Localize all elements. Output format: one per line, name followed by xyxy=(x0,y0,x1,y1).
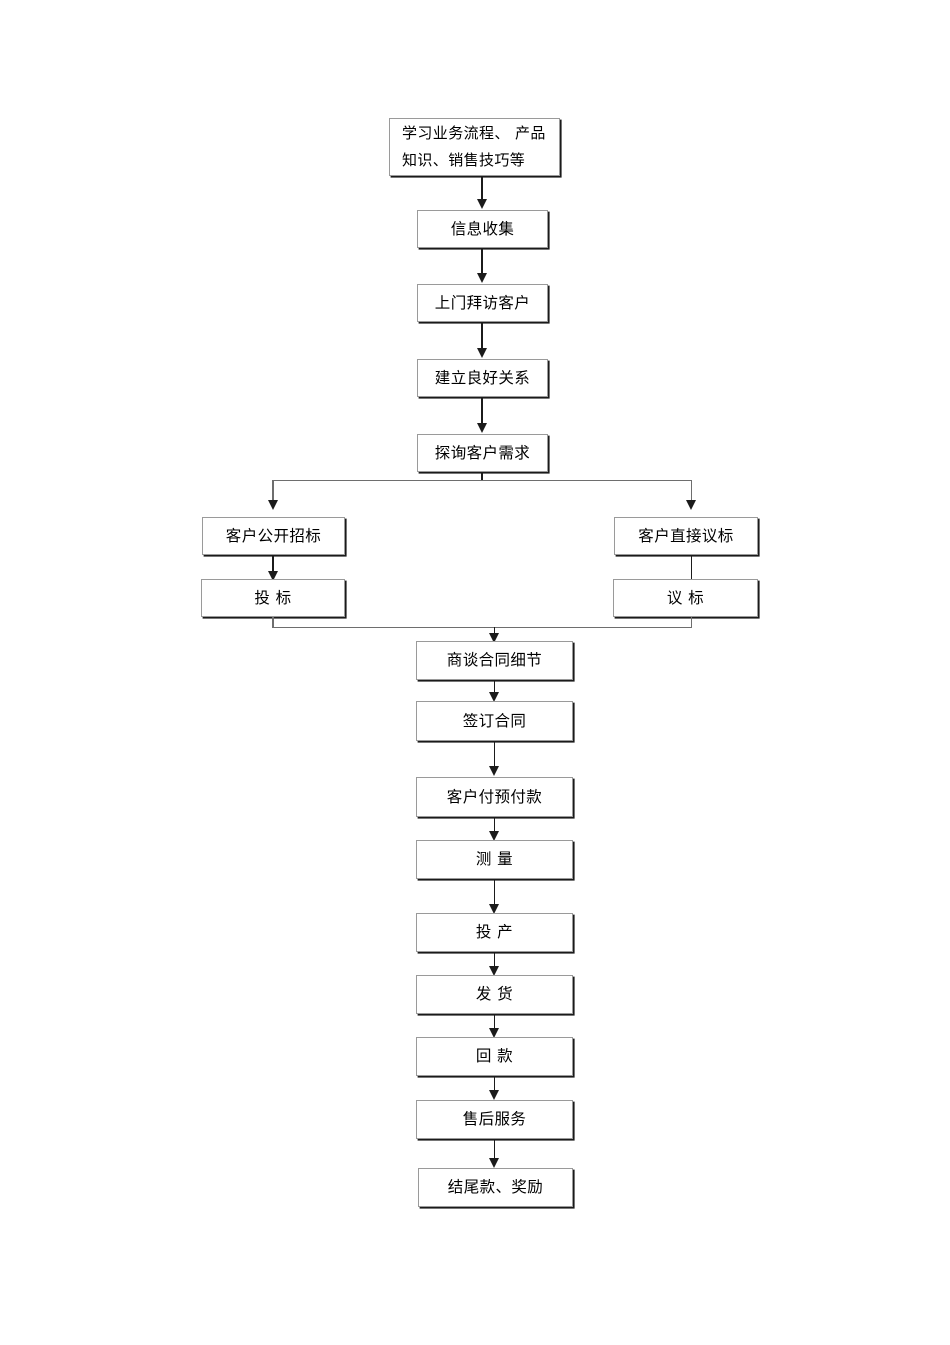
connector-merge-right-drop xyxy=(690,617,693,628)
arrow-n01-n02 xyxy=(476,199,487,209)
connector-n14-n15 xyxy=(493,952,496,969)
node-production: 投 产 xyxy=(416,913,573,952)
connector-merge-bus xyxy=(272,627,692,629)
node-payment-collection: 回 款 xyxy=(416,1037,573,1076)
node-build-relationship: 建立良好关系 xyxy=(417,359,548,397)
node-information-collection: 信息收集 xyxy=(417,210,548,248)
node-visit-customer: 上门拜访客户 xyxy=(417,284,548,322)
connector-n16-n17 xyxy=(493,1076,496,1093)
connector-split-right-drop xyxy=(690,480,693,502)
node-explore-customer-needs: 探询客户需求 xyxy=(417,434,548,472)
connector-n12-n13 xyxy=(493,817,496,834)
connector-split-bus xyxy=(272,480,692,482)
node-measurement: 测 量 xyxy=(416,840,573,879)
node-delivery: 发 货 xyxy=(416,975,573,1014)
connector-n10-n11 xyxy=(493,680,496,697)
arrow-n15-n16 xyxy=(489,1028,499,1038)
arrow-n11-n12 xyxy=(489,766,499,776)
node-customer-prepayment: 客户付预付款 xyxy=(416,777,573,817)
arrow-n13-n14 xyxy=(489,904,499,914)
connector-n06-n08 xyxy=(272,555,274,576)
connector-n13-n14 xyxy=(493,879,496,907)
connector-n07-n09 xyxy=(690,555,693,585)
arrow-n04-n05 xyxy=(476,423,487,433)
arrow-n03-n04 xyxy=(476,348,487,358)
node-customer-open-tender: 客户公开招标 xyxy=(202,517,345,555)
node-after-sales-service: 售后服务 xyxy=(416,1100,573,1139)
arrow-split-left xyxy=(267,500,278,510)
arrow-n14-n15 xyxy=(489,966,499,976)
arrow-n16-n17 xyxy=(489,1090,499,1100)
connector-n04-n05 xyxy=(481,397,483,424)
node-final-payment-bonus: 结尾款、奖励 xyxy=(418,1168,573,1207)
connector-n15-n16 xyxy=(493,1014,496,1031)
node-study-business-process: 学习业务流程、 产品 知识、销售技巧等 xyxy=(389,118,560,176)
node-submit-bid: 投 标 xyxy=(201,579,345,617)
arrow-split-right xyxy=(686,500,696,510)
arrow-merge-down xyxy=(489,633,499,643)
connector-n17-n18 xyxy=(493,1139,496,1161)
connector-merge-stem xyxy=(493,627,496,636)
connector-split-left-drop xyxy=(272,480,274,502)
arrow-n17-n18 xyxy=(489,1158,499,1168)
connector-n11-n12 xyxy=(493,741,496,768)
node-negotiate-bid: 议 标 xyxy=(613,579,758,617)
connector-merge-left-drop xyxy=(272,617,274,628)
arrow-n10-n11 xyxy=(489,692,499,702)
node-customer-direct-negotiation: 客户直接议标 xyxy=(614,517,758,555)
arrow-n12-n13 xyxy=(489,831,499,841)
connector-n02-n03 xyxy=(481,248,483,275)
node-discuss-contract-details: 商谈合同细节 xyxy=(416,641,573,680)
connector-n01-n02 xyxy=(481,176,483,202)
connector-split-stem xyxy=(481,472,483,481)
node-sign-contract: 签订合同 xyxy=(416,701,573,741)
arrow-n06-n08 xyxy=(267,571,278,581)
connector-n03-n04 xyxy=(481,322,483,349)
arrow-n02-n03 xyxy=(476,273,487,283)
